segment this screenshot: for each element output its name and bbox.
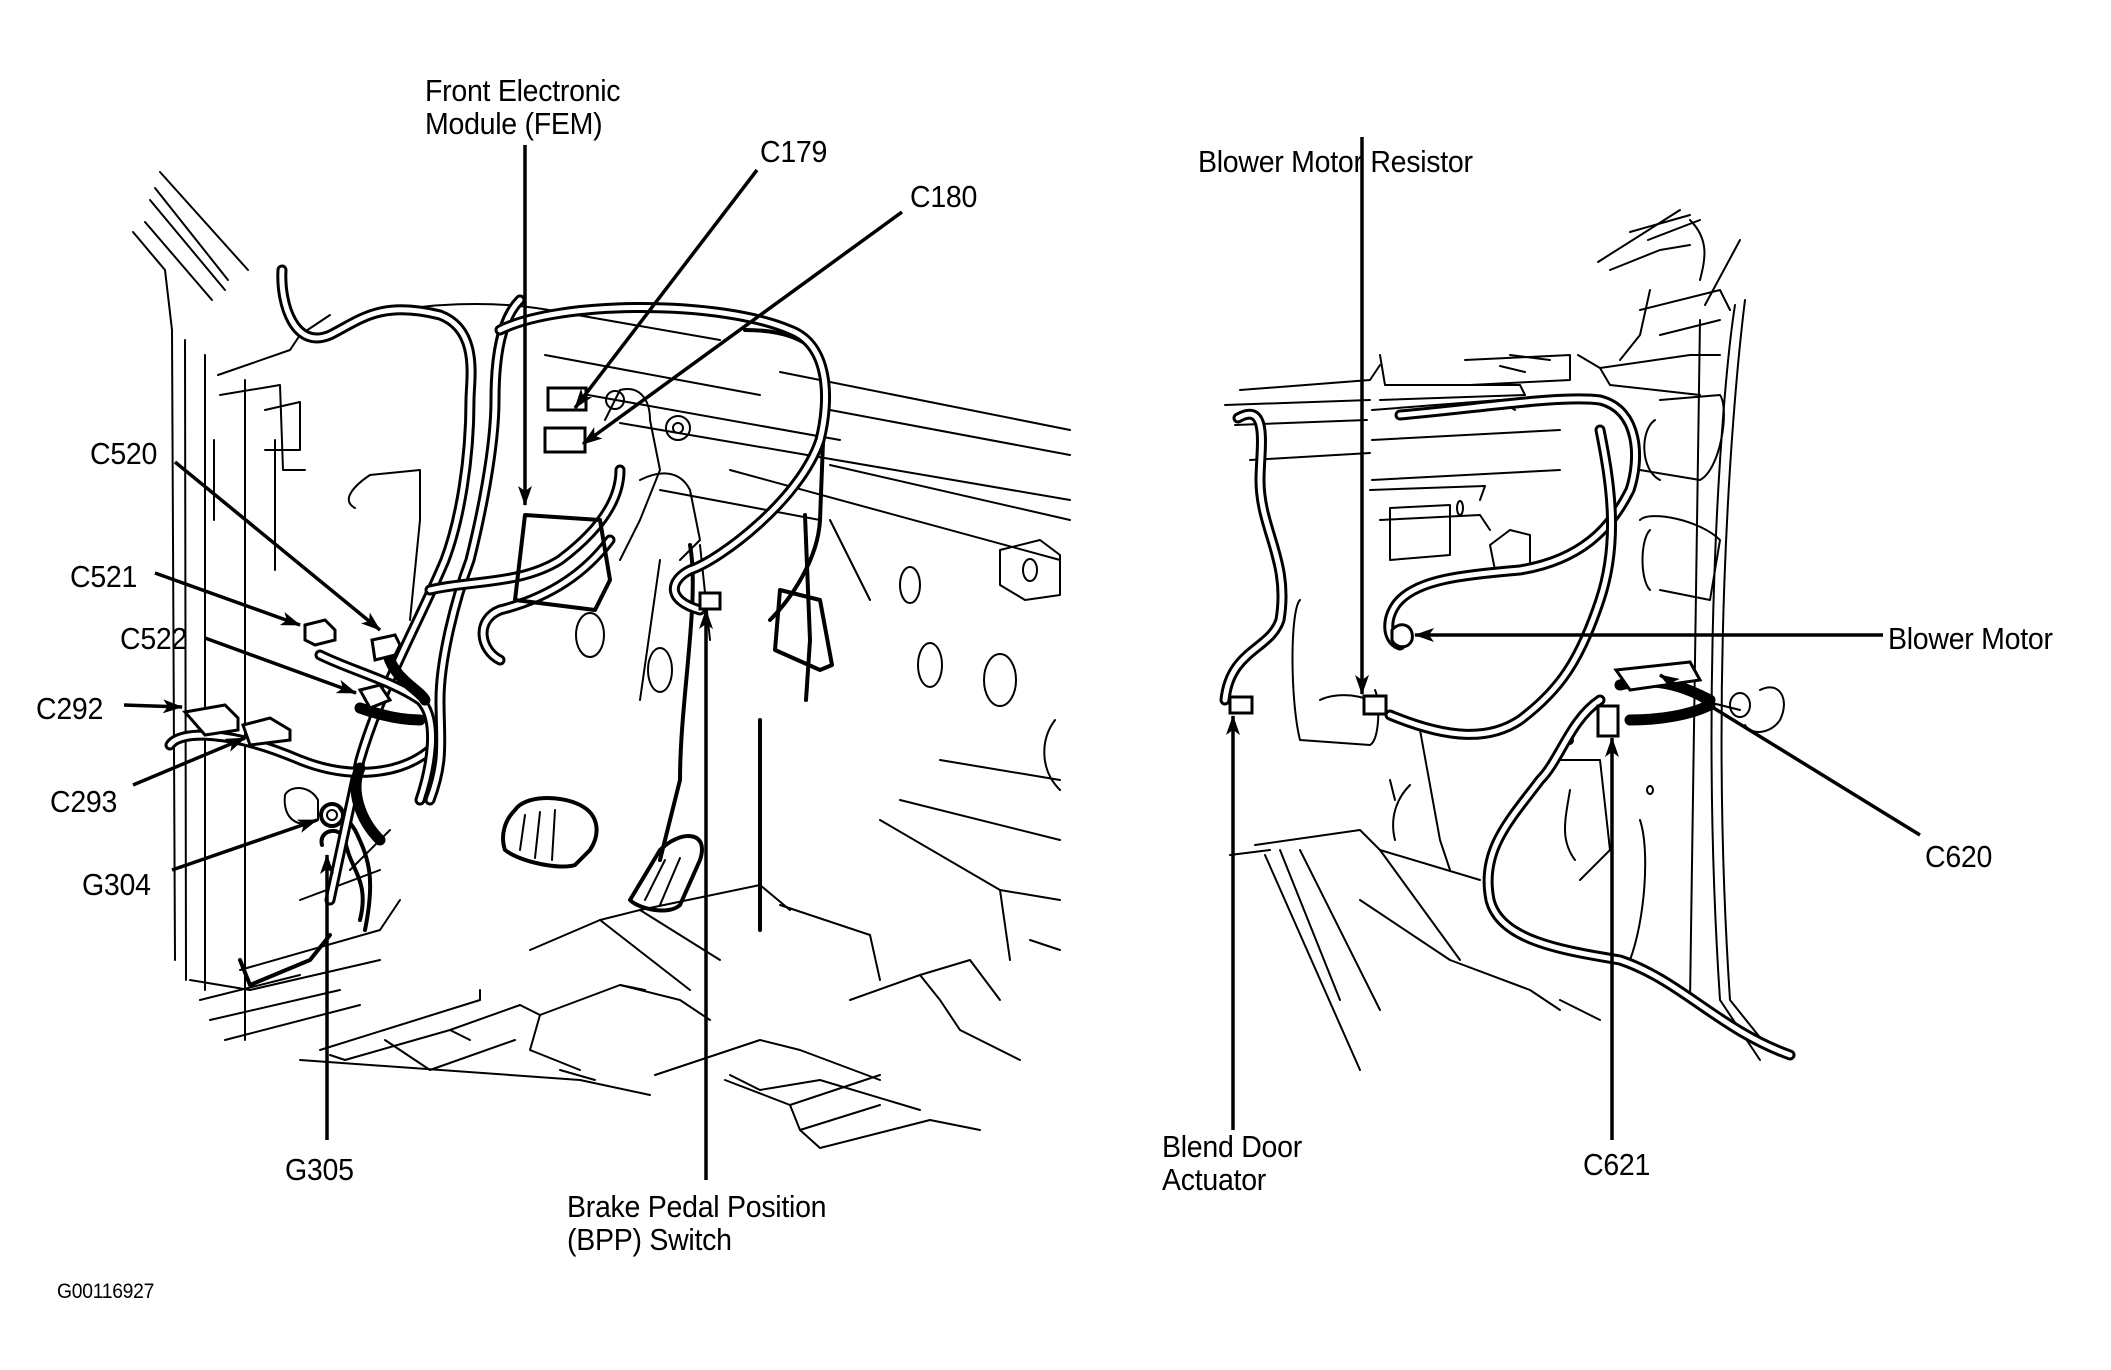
fem-label-line2: Module (FEM) <box>425 106 603 141</box>
c520-label: C520 <box>90 436 158 471</box>
c620-label: C620 <box>1925 839 1993 874</box>
blend-door-actuator-label: Blend Door Actuator <box>1162 1130 1302 1196</box>
c293-leader <box>132 736 246 787</box>
c180-connector <box>543 426 587 454</box>
blower-motor-label: Blower Motor <box>1888 621 2053 656</box>
c521-label: C521 <box>70 559 138 594</box>
c521-leader <box>154 571 301 627</box>
c620-leader <box>1659 673 1921 837</box>
c292-label: C292 <box>36 691 104 726</box>
c621-connector <box>1596 704 1620 738</box>
c522-label: C522 <box>120 621 188 656</box>
c520-leader <box>173 460 382 632</box>
c292-leader <box>123 699 183 714</box>
c521-connector <box>303 618 337 647</box>
c522-connector <box>357 683 393 710</box>
bpp-label-line2: (BPP) Switch <box>567 1222 732 1257</box>
c520-connector <box>370 633 402 662</box>
blower-resistor-label: Blower Motor Resistor <box>1198 144 1473 179</box>
blend-door-actuator-connector <box>1228 695 1254 715</box>
g304-label: G304 <box>82 867 151 902</box>
leader-lines <box>123 137 1921 1180</box>
blend-label-line2: Actuator <box>1162 1162 1267 1197</box>
g305-label: G305 <box>285 1152 354 1187</box>
bpp-switch-connector <box>698 591 722 611</box>
c179-leader <box>573 168 759 410</box>
c179-label: C179 <box>760 134 828 169</box>
figure-id: G00116927 <box>57 1280 155 1303</box>
left-wiring-harness <box>164 264 832 906</box>
blend-label-line1: Blend Door <box>1162 1129 1302 1164</box>
bpp-switch-label: Brake Pedal Position (BPP) Switch <box>567 1189 827 1257</box>
left-view-drawing <box>132 171 1071 1149</box>
blower-motor-connector <box>1390 623 1414 649</box>
right-view-drawing <box>1224 209 1785 1071</box>
g304-leader <box>171 818 318 872</box>
c522-leader <box>204 636 357 695</box>
c293-connector <box>241 716 292 747</box>
c292-connector <box>182 703 240 737</box>
left-connectors <box>182 386 722 747</box>
c293-label: C293 <box>50 784 118 819</box>
c180-label: C180 <box>910 179 978 214</box>
c621-label: C621 <box>1583 1147 1651 1182</box>
c180-leader <box>581 210 904 446</box>
blower-resistor-connector <box>1362 694 1388 716</box>
right-wiring-harness <box>1219 393 1796 1061</box>
bpp-label-line1: Brake Pedal Position <box>567 1189 827 1224</box>
fem-label: Front Electronic Module (FEM) <box>425 73 621 141</box>
fem-label-line1: Front Electronic <box>425 73 621 108</box>
